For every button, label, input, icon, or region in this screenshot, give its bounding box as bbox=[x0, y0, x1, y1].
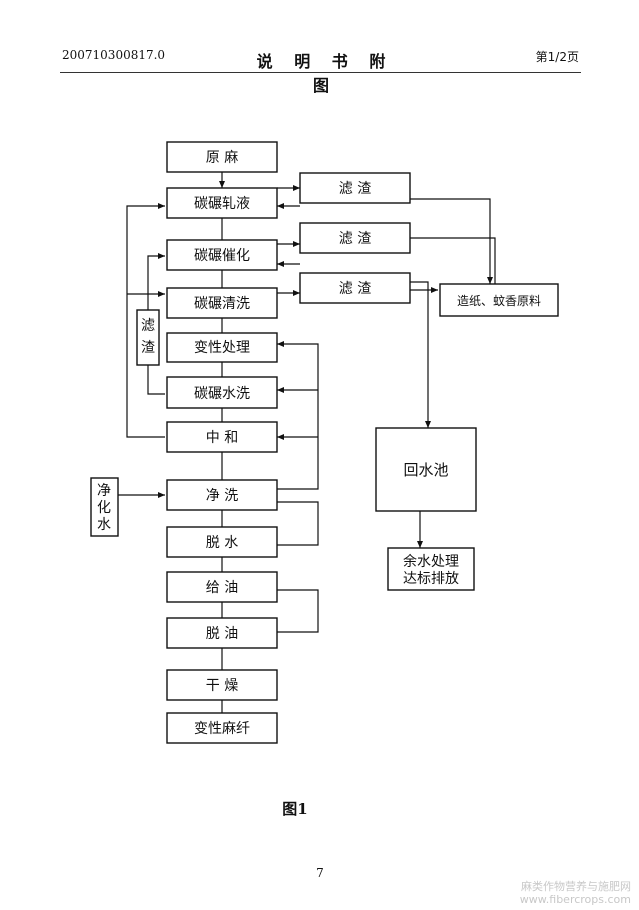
residue-box-2: 滤 渣 bbox=[299, 222, 411, 254]
step-label: 脱 油 bbox=[206, 626, 238, 642]
step-label: 脱 水 bbox=[206, 535, 238, 551]
process-step-8: 净 洗 bbox=[166, 479, 278, 511]
process-step-10: 给 油 bbox=[166, 571, 278, 603]
figure-caption: 图1 bbox=[282, 800, 308, 818]
step-label: 干 燥 bbox=[206, 678, 238, 694]
process-step-7: 中 和 bbox=[166, 421, 278, 453]
step-label: 净 洗 bbox=[206, 488, 238, 504]
residue-label: 滤 渣 bbox=[339, 181, 371, 197]
step-label: 碳碾催化 bbox=[194, 248, 250, 264]
process-step-6: 碳碾水洗 bbox=[166, 376, 278, 409]
residue-label: 滤 渣 bbox=[339, 231, 371, 247]
step-label: 碳碾轧液 bbox=[194, 196, 250, 212]
right-recycle-lines bbox=[277, 341, 423, 633]
doc-number: 200710300817.0 bbox=[62, 48, 166, 62]
clean-water-box: 净 化 水 bbox=[90, 477, 119, 537]
return-pool-label: 回水池 bbox=[403, 461, 448, 479]
discharge-box: 余水处理 达标排放 bbox=[387, 547, 475, 591]
step-label: 变性麻纤 bbox=[194, 721, 250, 737]
clean-water-char-2: 化 bbox=[97, 500, 111, 516]
residue-connectors bbox=[277, 185, 496, 428]
discharge-line-2: 达标排放 bbox=[403, 571, 459, 587]
process-step-4: 碳碾清洗 bbox=[166, 287, 278, 319]
residue-label: 滤 渣 bbox=[339, 281, 371, 297]
step-label: 中 和 bbox=[206, 430, 238, 446]
step-label: 给 油 bbox=[206, 580, 238, 596]
residue-box-1: 滤 渣 bbox=[299, 172, 411, 204]
residue-box-3: 滤 渣 bbox=[299, 272, 411, 304]
page-number: 7 bbox=[316, 866, 324, 880]
clean-water-char-3: 水 bbox=[97, 517, 111, 533]
process-step-5: 变性处理 bbox=[166, 332, 278, 363]
header-rule bbox=[60, 72, 581, 73]
side-residue-char-2: 渣 bbox=[141, 340, 155, 356]
step-label: 变性处理 bbox=[194, 340, 250, 356]
step-label: 原 麻 bbox=[206, 150, 238, 166]
side-residue-box: 滤 渣 bbox=[136, 309, 160, 366]
process-step-3: 碳碾催化 bbox=[166, 239, 278, 271]
process-step-1: 原 麻 bbox=[166, 141, 278, 173]
return-pool-box: 回水池 bbox=[375, 427, 477, 512]
byproduct-label: 造纸、蚊香原料 bbox=[457, 293, 541, 308]
watermark: 麻类作物营养与施肥网 www.fibercrops.com bbox=[520, 880, 631, 906]
page-title: 说 明 书 附 图 bbox=[256, 52, 394, 95]
watermark-line-2: www.fibercrops.com bbox=[519, 893, 631, 906]
page-info: 第1/2页 bbox=[535, 50, 579, 64]
process-step-12: 干 燥 bbox=[166, 669, 278, 701]
process-step-11: 脱 油 bbox=[166, 617, 278, 649]
step-label: 碳碾清洗 bbox=[194, 296, 250, 312]
left-recycle-lines bbox=[118, 203, 165, 498]
discharge-line-1: 余水处理 bbox=[403, 553, 459, 570]
watermark-line-1: 麻类作物营养与施肥网 bbox=[521, 880, 631, 893]
process-step-2: 碳碾轧液 bbox=[166, 187, 278, 219]
process-step-13: 变性麻纤 bbox=[166, 712, 278, 744]
step-label: 碳碾水洗 bbox=[194, 386, 250, 402]
byproduct-box: 造纸、蚊香原料 bbox=[439, 283, 559, 317]
process-step-9: 脱 水 bbox=[166, 526, 278, 558]
side-residue-char-1: 滤 bbox=[141, 318, 155, 334]
clean-water-char-1: 净 bbox=[97, 483, 111, 499]
